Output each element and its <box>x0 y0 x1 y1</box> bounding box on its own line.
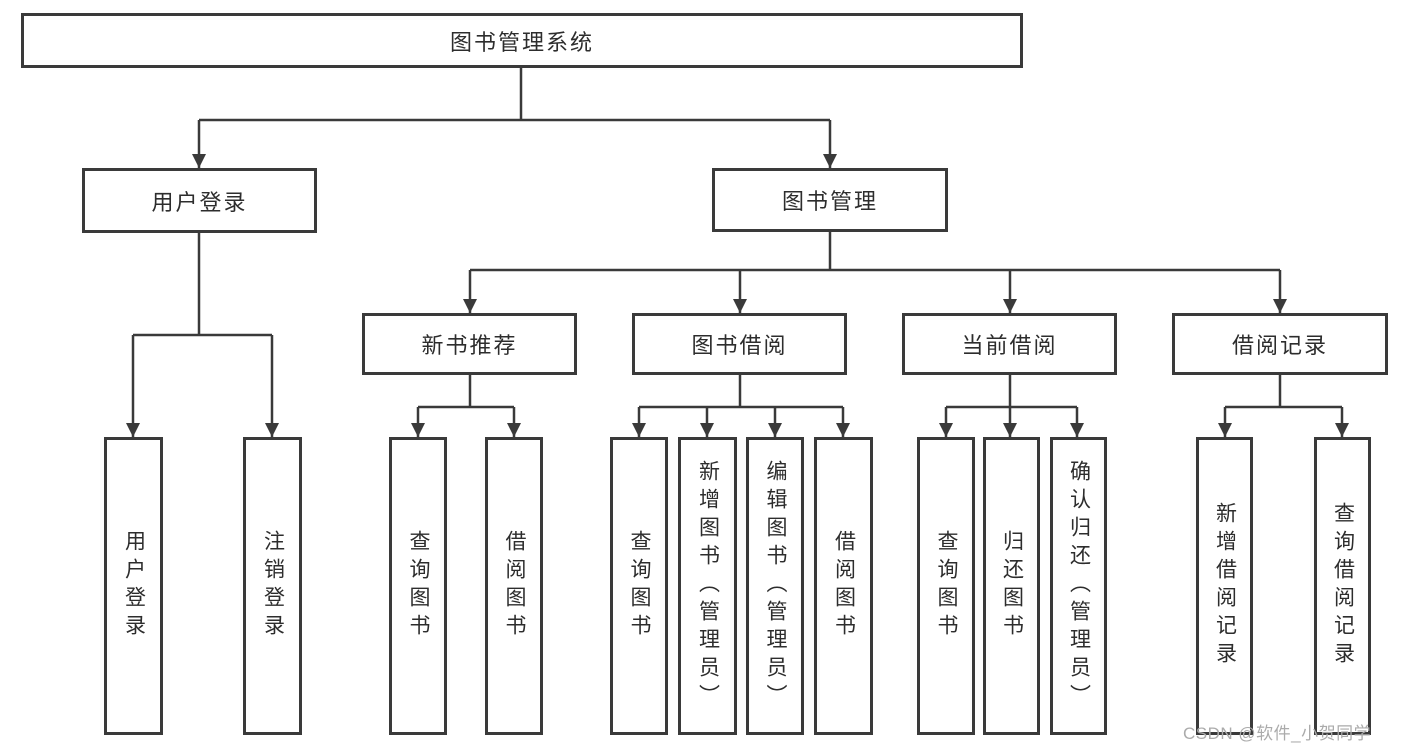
node-borrow-records: 借阅记录 <box>1172 313 1388 375</box>
leaf-recommend-borrow-books: 借阅图书 <box>485 437 543 735</box>
node-book-management: 图书管理 <box>712 168 948 232</box>
leaf-borrow-books: 借阅图书 <box>814 437 873 735</box>
node-current-borrow: 当前借阅 <box>902 313 1117 375</box>
leaf-borrow-query-books: 查询图书 <box>610 437 668 735</box>
connector-user-login-children <box>126 233 279 437</box>
node-root-book-management-system: 图书管理系统 <box>21 13 1023 68</box>
leaf-add-borrow-record: 新增借阅记录 <box>1196 437 1253 735</box>
leaf-confirm-return-admin: 确认归还（管理员） <box>1050 437 1107 735</box>
connector-book-management-children <box>463 232 1287 313</box>
node-book-borrow: 图书借阅 <box>632 313 847 375</box>
csdn-watermark: CSDN @软件_小贺同学 <box>1183 724 1372 743</box>
leaf-current-query-books: 查询图书 <box>917 437 975 735</box>
connector-book-borrow-children <box>632 375 850 437</box>
leaf-edit-books-admin: 编辑图书（管理员） <box>746 437 804 735</box>
node-user-login: 用户登录 <box>82 168 317 233</box>
leaf-logout: 注销登录 <box>243 437 302 735</box>
connector-new-book-recommend-children <box>411 375 521 437</box>
connector-current-borrow-children <box>939 375 1084 437</box>
leaf-return-books: 归还图书 <box>983 437 1040 735</box>
leaf-add-books-admin: 新增图书（管理员） <box>678 437 737 735</box>
connector-root-to-level2 <box>192 68 837 168</box>
leaf-recommend-query-books: 查询图书 <box>389 437 447 735</box>
node-new-book-recommend: 新书推荐 <box>362 313 577 375</box>
leaf-user-login: 用户登录 <box>104 437 163 735</box>
leaf-query-borrow-record: 查询借阅记录 <box>1314 437 1371 735</box>
connector-borrow-records-children <box>1218 375 1349 437</box>
